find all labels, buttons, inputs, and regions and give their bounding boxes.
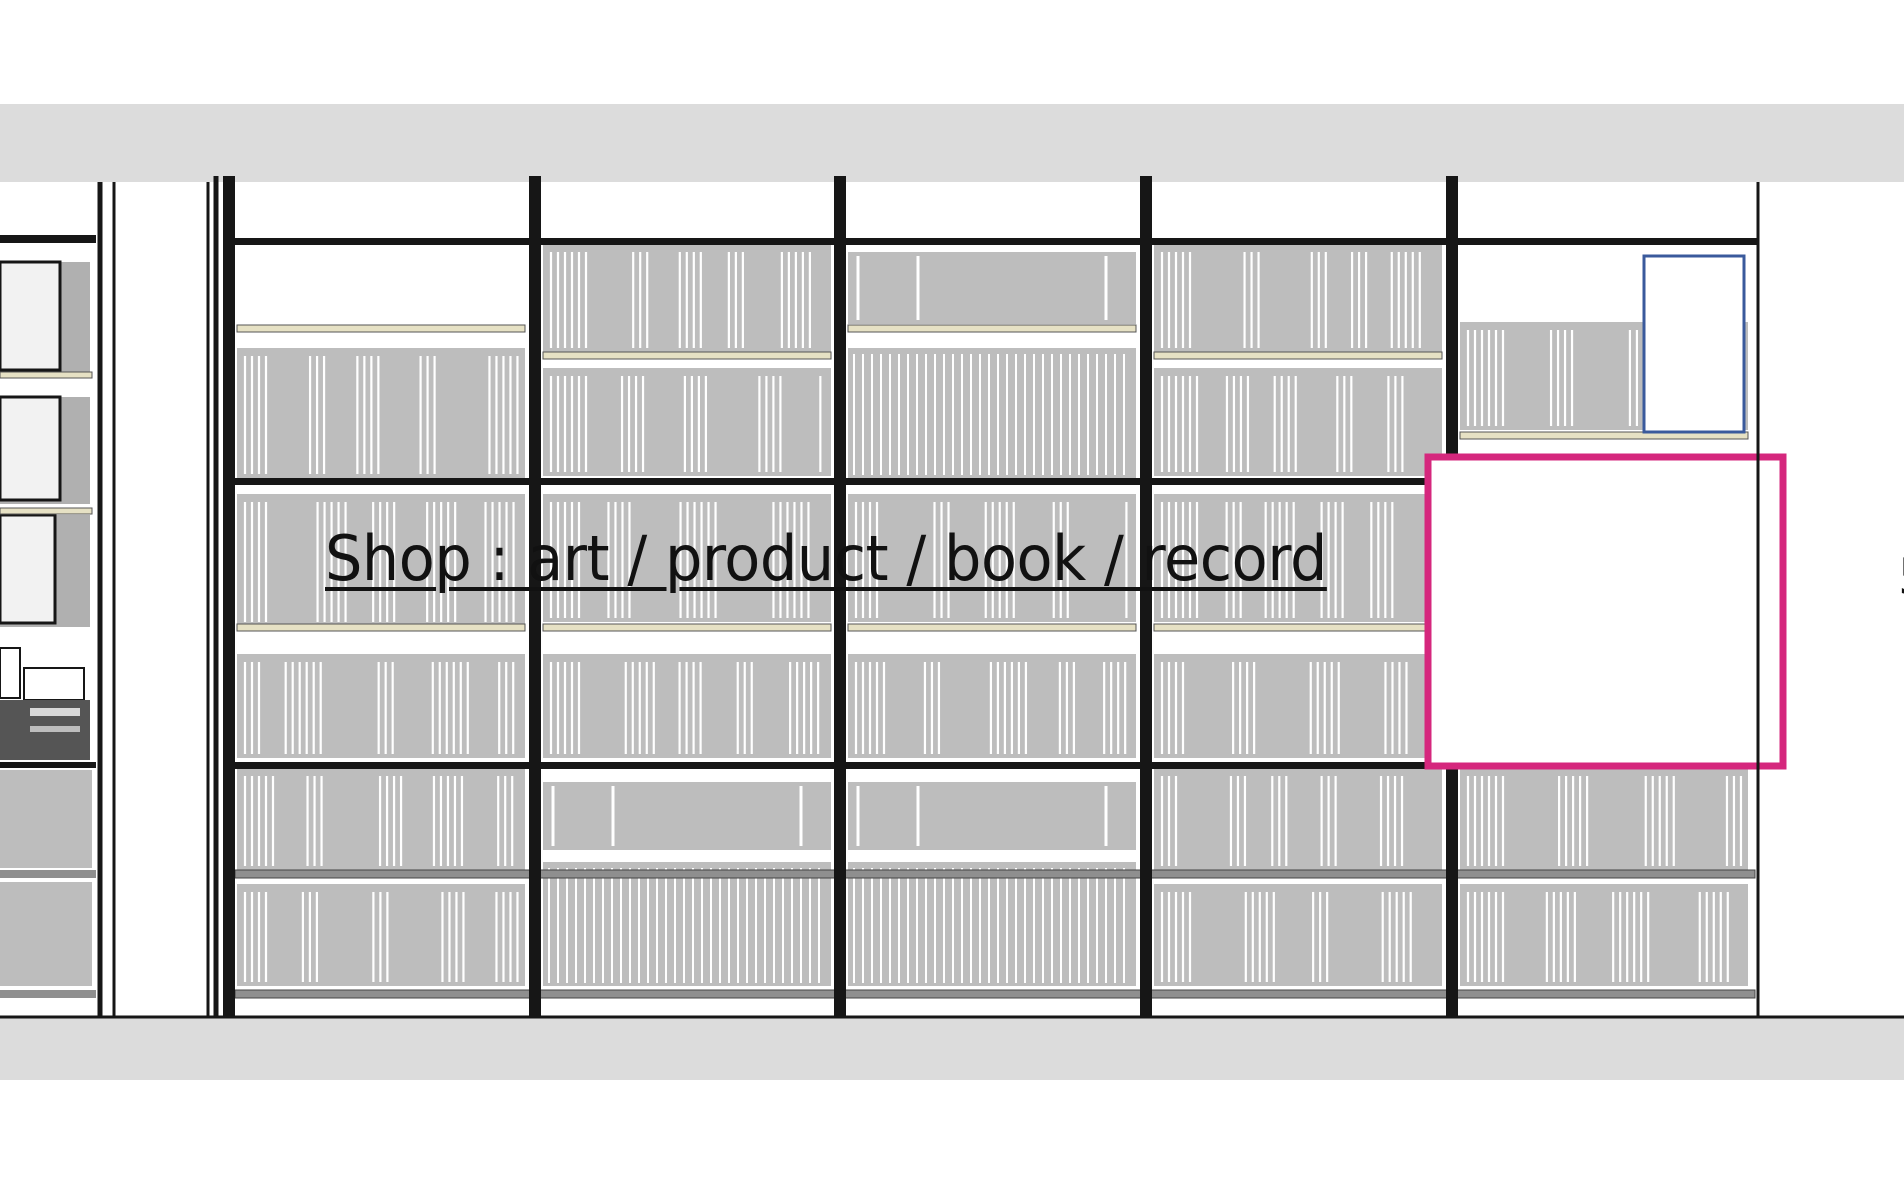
record-bin-fill bbox=[1154, 368, 1442, 476]
record-bin bbox=[1154, 884, 1442, 986]
black-shelf bbox=[229, 478, 1757, 485]
record-bin-fill bbox=[1460, 768, 1748, 870]
record-bin bbox=[237, 768, 525, 870]
record-bin bbox=[848, 252, 1136, 324]
wood-shelf bbox=[1459, 431, 1749, 440]
cabinet-door bbox=[0, 395, 62, 502]
floor-band bbox=[0, 1018, 1904, 1080]
record-bin-fill bbox=[848, 348, 1136, 478]
record-bin bbox=[848, 654, 1136, 758]
grey-shelf bbox=[234, 869, 1756, 879]
equipment-box bbox=[0, 647, 21, 699]
grey-shelf bbox=[234, 989, 1756, 999]
record-bin bbox=[1154, 244, 1442, 352]
structural-column bbox=[97, 176, 219, 1017]
upright-post bbox=[834, 176, 846, 1017]
cabinet-lower bbox=[0, 770, 92, 868]
record-bin bbox=[1154, 768, 1442, 870]
cabinet-top bbox=[0, 235, 96, 243]
record-bin bbox=[543, 494, 831, 622]
record-bin-fill bbox=[1154, 654, 1442, 758]
shop-label: Shop : art / product / book / record bbox=[325, 522, 1327, 595]
record-bin bbox=[1154, 654, 1442, 758]
record-bin-fill bbox=[848, 782, 1136, 850]
wood-shelf bbox=[847, 623, 1137, 632]
equipment-box bbox=[23, 667, 85, 701]
cabinet-door bbox=[0, 260, 62, 372]
record-bin bbox=[237, 654, 525, 758]
record-bin-fill bbox=[543, 782, 831, 850]
cabinet-lower bbox=[0, 882, 92, 986]
wood-shelf bbox=[236, 623, 526, 632]
wood-shelf bbox=[236, 324, 526, 333]
record-bin-fill bbox=[1154, 768, 1442, 870]
wood-shelf bbox=[542, 623, 832, 632]
record-bin bbox=[237, 348, 525, 478]
cabinet-shelf bbox=[0, 371, 93, 379]
equipment-detail bbox=[30, 708, 80, 716]
record-bin-fill bbox=[848, 862, 1136, 986]
record-bin-fill bbox=[237, 654, 525, 758]
left-cabinet bbox=[0, 235, 96, 998]
record-bins bbox=[237, 244, 1748, 986]
cabinet-shelf-grey bbox=[0, 870, 96, 878]
blue-highlight-box bbox=[1642, 254, 1746, 434]
record-bin bbox=[237, 884, 525, 986]
record-bin bbox=[543, 862, 831, 986]
record-bin-fill bbox=[1154, 244, 1442, 352]
cabinet-door bbox=[0, 513, 57, 625]
black-shelf bbox=[229, 238, 1757, 245]
upright-post bbox=[223, 176, 235, 1017]
magenta-highlight-box bbox=[1424, 453, 1787, 770]
cropped-dimension-label: 5 bbox=[1898, 548, 1904, 606]
ceiling-band bbox=[0, 104, 1904, 182]
cabinet-shelf-grey bbox=[0, 990, 96, 998]
wood-shelf bbox=[1153, 351, 1443, 360]
wood-shelf bbox=[1153, 623, 1443, 632]
upright-post bbox=[529, 176, 541, 1017]
cabinet-shelf bbox=[0, 507, 93, 515]
shelf-boards bbox=[229, 238, 1757, 999]
wood-shelf bbox=[542, 351, 832, 360]
equipment-detail bbox=[30, 726, 80, 732]
record-bin bbox=[1460, 768, 1748, 870]
record-bin bbox=[848, 782, 1136, 850]
record-bin bbox=[1154, 368, 1442, 476]
wood-shelf bbox=[847, 324, 1137, 333]
record-bin bbox=[543, 654, 831, 758]
record-bin-fill bbox=[1154, 494, 1442, 622]
record-bin bbox=[848, 494, 1136, 622]
record-bin bbox=[1154, 494, 1442, 622]
record-bin-fill bbox=[543, 368, 831, 476]
record-bin bbox=[848, 348, 1136, 478]
record-bin bbox=[237, 494, 525, 626]
record-bin bbox=[543, 782, 831, 850]
cabinet-shelf-black bbox=[0, 762, 96, 768]
record-bin-fill bbox=[1154, 884, 1442, 986]
upright-post bbox=[1140, 176, 1152, 1017]
record-bin bbox=[543, 244, 831, 352]
record-bin bbox=[1460, 884, 1748, 986]
record-bin-fill bbox=[237, 348, 525, 478]
record-bin-fill bbox=[543, 862, 831, 986]
black-shelf bbox=[229, 762, 1757, 769]
record-bin bbox=[848, 862, 1136, 986]
record-bin bbox=[543, 368, 831, 476]
record-bin-fill bbox=[848, 252, 1136, 324]
